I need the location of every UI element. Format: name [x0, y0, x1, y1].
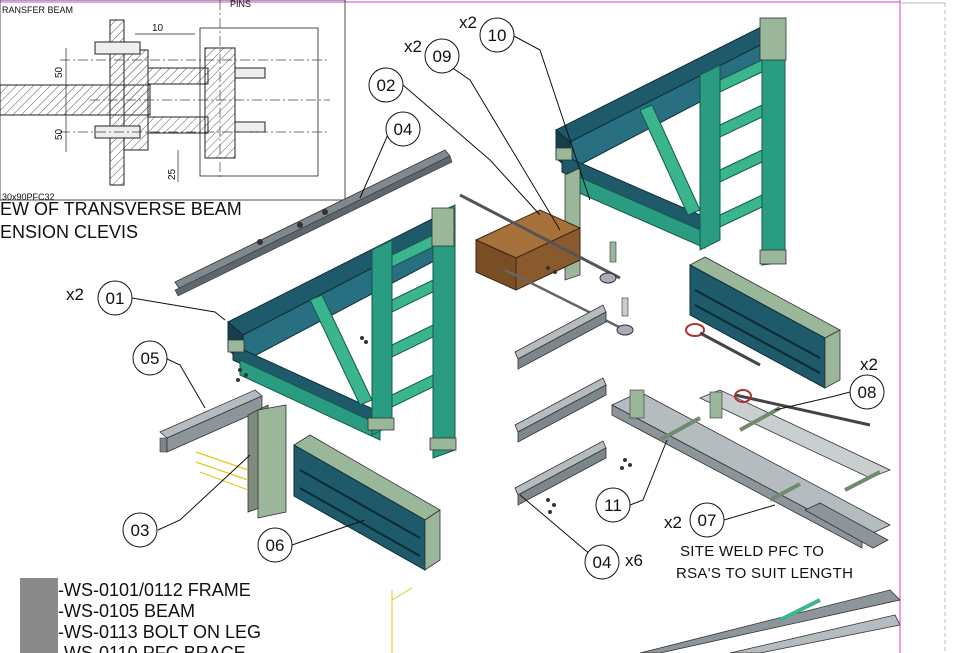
callout-04-qty: x6 [625, 551, 643, 570]
svg-text:07: 07 [698, 511, 717, 530]
item-04-rod-upper [174, 149, 453, 297]
callout-01: 01 x2 [66, 280, 133, 316]
pin-upper [234, 67, 266, 79]
bolt-upper [94, 41, 141, 55]
clevis-lower [147, 116, 209, 134]
svg-text:09: 09 [433, 47, 452, 66]
svg-text:08: 08 [858, 383, 877, 402]
callout-08-qty: x2 [860, 355, 878, 374]
item-05-pfc-brace [159, 389, 263, 453]
guide-mark [391, 587, 413, 653]
item-04-pfc-set [514, 304, 607, 506]
frame-right [555, 17, 787, 281]
detail-caption-line1: EW OF TRANSVERSE BEAM [0, 199, 242, 219]
svg-text:02: 02 [377, 76, 396, 95]
callout-09-qty: x2 [404, 37, 422, 56]
svg-text:04: 04 [394, 120, 413, 139]
legend-item-bolt-on-leg: -WS-0113 BOLT ON LEG [58, 622, 261, 642]
clevis-detail-view: RANSFER BEAM PINS 50 50 10 25 30x90PFC32… [0, 0, 346, 242]
svg-text:06: 06 [266, 536, 285, 555]
svg-text:01: 01 [106, 289, 125, 308]
clevis-pins [599, 241, 634, 336]
dim-10: 10 [152, 23, 164, 34]
callout-11: 11 [595, 487, 631, 523]
callout-05: 05 [132, 340, 168, 376]
section-tag: 30x90PFC32 [2, 192, 55, 202]
site-weld-note: SITE WELD PFC TO RSA'S TO SUIT LENGTH [676, 543, 853, 582]
site-note-line2: RSA'S TO SUIT LENGTH [676, 565, 853, 582]
callout-06: 06 [257, 527, 293, 563]
site-note-line1: SITE WELD PFC TO [680, 543, 824, 560]
pin-lower [234, 121, 266, 133]
dim-50-upper: 50 [54, 66, 65, 78]
callout-04-upper: 04 [385, 111, 421, 147]
callout-07: 07 x2 [664, 502, 725, 538]
svg-text:10: 10 [488, 26, 507, 45]
callout-10-qty: x2 [459, 13, 477, 32]
callout-04-lower: 04 x6 [584, 544, 643, 580]
callout-02: 02 [368, 67, 404, 103]
legend-item-beam: -WS-0105 BEAM [58, 601, 195, 621]
callout-01-qty: x2 [66, 285, 84, 304]
callout-10: 10 x2 [459, 13, 515, 53]
item-06-beam [293, 434, 441, 571]
transverse-beam-right [685, 256, 841, 389]
detail-outline [199, 27, 319, 177]
assembly-preview-bottom [639, 589, 901, 653]
item-03-leg-plate [195, 404, 287, 519]
item-07-rails [611, 389, 892, 549]
frame-left [227, 204, 457, 459]
legend-swatch [20, 578, 58, 653]
callout-09: 09 x2 [404, 37, 460, 74]
detail-top-label: RANSFER BEAM [2, 5, 73, 15]
callout-07-qty: x2 [664, 513, 682, 532]
legend: -WS-0101/0112 FRAME -WS-0105 BEAM -WS-01… [20, 578, 261, 653]
svg-text:04: 04 [593, 553, 612, 572]
item-02-bracket [459, 193, 626, 332]
dim-50-lower: 50 [54, 128, 65, 140]
svg-text:05: 05 [141, 349, 160, 368]
legend-item-pfc-brace: -WS-0110 PFC BRACE [58, 643, 246, 653]
svg-text:11: 11 [604, 496, 622, 515]
dim-25: 25 [167, 168, 178, 180]
callout-08: 08 x2 [849, 355, 885, 410]
callout-03: 03 [122, 512, 158, 548]
bolt-fasteners [236, 266, 632, 514]
detail-pins-label: PINS [230, 0, 251, 9]
detail-caption-line2: ENSION CLEVIS [0, 222, 138, 242]
clevis-upper [147, 67, 209, 85]
legend-item-frame: -WS-0101/0112 FRAME [58, 580, 251, 600]
svg-text:03: 03 [131, 521, 150, 540]
